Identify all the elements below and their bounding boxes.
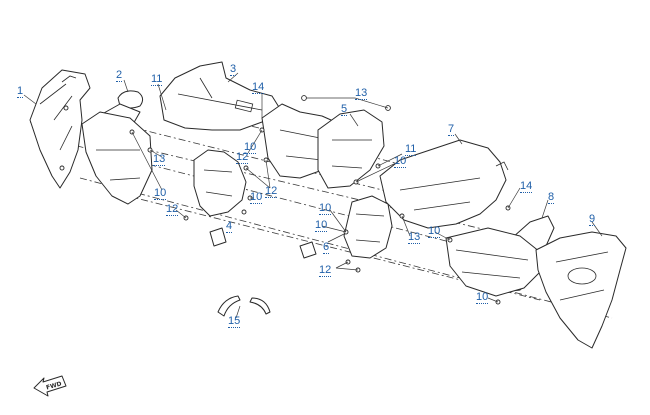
callout-10[interactable]: 10 <box>244 141 257 154</box>
callout-14[interactable]: 14 <box>520 180 533 193</box>
part-7-right-upper-cover <box>379 139 509 229</box>
part-3-upper-cowl <box>159 61 283 131</box>
callout-12[interactable]: 12 <box>236 151 249 164</box>
callout-7[interactable]: 7 <box>448 123 455 136</box>
part-15-clips <box>217 295 271 317</box>
part-5-inner-panel <box>317 109 385 189</box>
callout-9[interactable]: 9 <box>589 213 596 226</box>
part-6-lower-bracket <box>299 195 393 259</box>
callout-15[interactable]: 15 <box>228 315 241 328</box>
part-1-left-side-fairing <box>29 69 91 189</box>
callout-13[interactable]: 13 <box>153 153 166 166</box>
callout-11[interactable]: 11 <box>405 143 417 156</box>
forward-direction-arrow: FWD <box>33 375 67 397</box>
callout-10[interactable]: 10 <box>319 202 332 215</box>
leader-lines <box>23 72 603 319</box>
callout-14[interactable]: 14 <box>252 81 265 94</box>
callout-12[interactable]: 12 <box>166 203 179 216</box>
callout-8[interactable]: 8 <box>548 191 555 204</box>
callout-10[interactable]: 10 <box>154 187 167 200</box>
callout-3[interactable]: 3 <box>230 63 237 76</box>
callout-12[interactable]: 12 <box>265 185 278 198</box>
callout-6[interactable]: 6 <box>323 241 330 254</box>
callout-12[interactable]: 12 <box>319 264 332 277</box>
callout-13[interactable]: 13 <box>408 231 421 244</box>
part-inner-left-panel <box>81 111 153 205</box>
callout-5[interactable]: 5 <box>341 103 348 116</box>
callout-1[interactable]: 1 <box>17 85 24 98</box>
callout-2[interactable]: 2 <box>116 69 123 82</box>
callout-11[interactable]: 11 <box>151 73 163 86</box>
fwd-label: FWD <box>45 380 62 391</box>
callout-10[interactable]: 10 <box>250 191 263 204</box>
callout-10[interactable]: 10 <box>476 291 489 304</box>
callout-4[interactable]: 4 <box>226 220 233 233</box>
callout-10[interactable]: 10 <box>394 155 407 168</box>
callout-10[interactable]: 10 <box>428 225 441 238</box>
part-right-side-strip <box>445 227 541 297</box>
part-4-center-bracket <box>193 149 247 247</box>
callout-13[interactable]: 13 <box>355 87 368 100</box>
part-9-right-side-fairing <box>535 231 627 349</box>
callout-10[interactable]: 10 <box>315 219 328 232</box>
